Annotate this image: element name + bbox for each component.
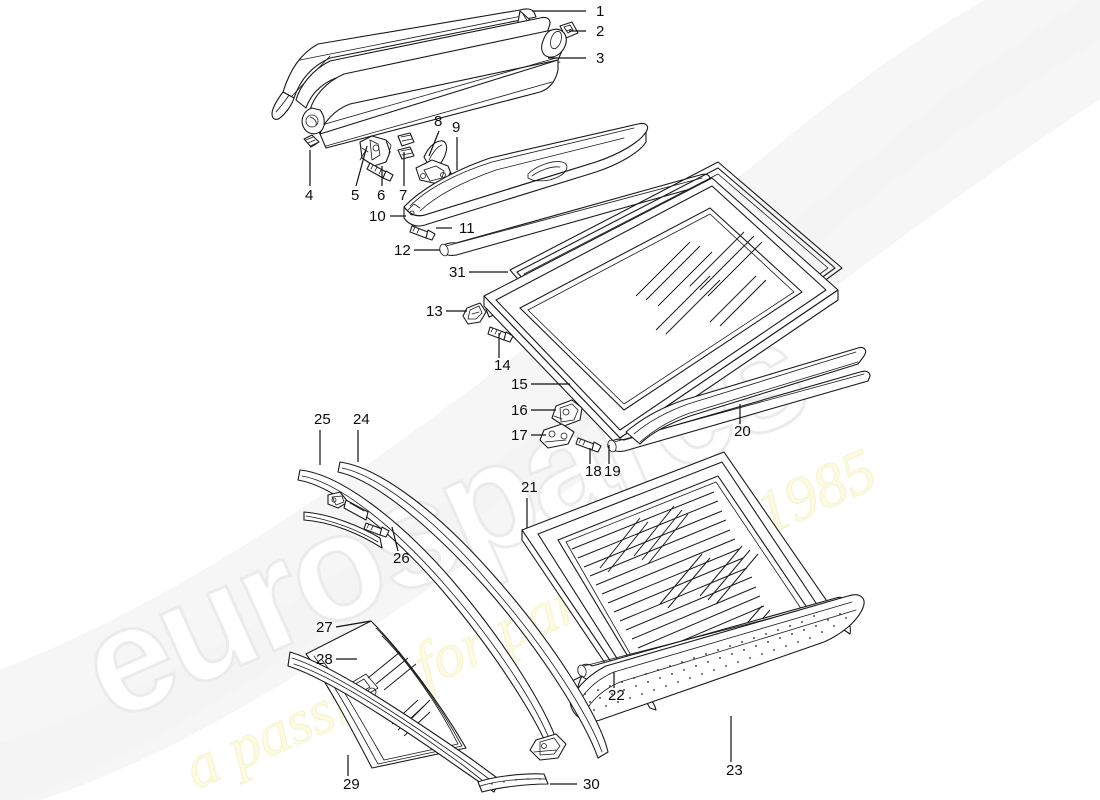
callout-11: 11 [436,220,475,237]
callout-number-11: 11 [459,220,475,237]
callout-number-9: 9 [452,119,460,136]
part-18-screw [575,437,602,453]
part-6-screw [366,162,394,182]
callout-number-23: 23 [726,762,743,779]
callout-number-6: 6 [377,187,385,204]
quarter-window-hinge-tab [529,733,567,761]
callout-number-25: 25 [314,411,331,428]
part-30-texture [491,778,541,785]
callout-number-29: 29 [343,776,360,793]
callout-number-1: 1 [596,3,604,20]
callout-number-10: 10 [369,208,386,225]
part-16-hinge-bracket [551,399,583,427]
callout-number-17: 17 [511,427,528,444]
callout-6: 6 [377,166,385,204]
callout-19: 19 [604,445,621,480]
callout-7: 7 [399,152,407,204]
callout-number-8: 8 [434,113,442,130]
callout-number-3: 3 [596,50,604,67]
callout-15: 15 [511,376,570,393]
callout-1: 1 [532,3,604,20]
callout-number-7: 7 [399,187,407,204]
callout-13: 13 [426,303,467,320]
callout-number-14: 14 [494,357,511,374]
callout-number-21: 21 [521,479,538,496]
part-10-deflector-panel [403,122,649,227]
callout-8: 8 [428,113,442,157]
callout-number-28: 28 [316,651,333,668]
callout-number-12: 12 [394,242,411,259]
part-5-bracket [359,135,392,167]
callout-number-20: 20 [734,423,751,440]
glass-reflection-hatch [635,231,767,335]
callout-22: 22 [608,672,625,704]
callout-16: 16 [511,402,556,419]
part-29-bottom-trim [287,651,501,793]
callout-28: 28 [316,651,357,668]
callout-20: 20 [734,404,751,440]
callout-number-15: 15 [511,376,528,393]
callout-number-4: 4 [305,187,313,204]
callout-25: 25 [314,411,331,465]
part-11-screw [409,225,436,241]
callout-2: 2 [569,23,604,40]
callout-number-19: 19 [604,463,621,480]
part-7-nuts [397,132,415,160]
callout-number-30: 30 [583,776,600,793]
callout-31: 31 [449,264,508,281]
part-17-plate [539,423,575,449]
part-30-seal-piece [477,773,549,793]
callout-number-27: 27 [316,619,333,636]
callout-30: 30 [550,776,600,793]
callout-26: 26 [391,526,410,567]
callout-number-5: 5 [351,187,359,204]
part-20-lower-seal-strip [625,346,867,445]
callout-9: 9 [452,119,460,170]
callout-17: 17 [511,427,546,444]
callout-29: 29 [343,755,360,793]
callout-leader-8 [428,130,440,157]
callout-12: 12 [394,242,440,259]
part-3-roller-tube [295,16,567,149]
callout-5: 5 [351,145,368,204]
callout-number-2: 2 [596,23,604,40]
callout-number-24: 24 [353,411,370,428]
callout-number-18: 18 [585,463,602,480]
callout-3: 3 [548,50,604,67]
callout-leader-26 [391,526,399,552]
part-26-screw [363,522,390,538]
callout-number-13: 13 [426,303,443,320]
callout-number-22: 22 [608,687,625,704]
callout-23: 23 [726,716,743,779]
callout-14: 14 [494,333,511,374]
callout-21: 21 [521,479,538,528]
window-reflection-streaks [599,505,771,641]
callout-10: 10 [369,208,406,225]
part-12-seal-rod [439,173,711,257]
part-24-curved-strip-inner [337,461,609,759]
callout-24: 24 [353,411,370,462]
part-4-grommet [303,134,320,148]
callout-number-26: 26 [393,550,410,567]
callout-number-31: 31 [449,264,466,281]
part-14-screw [487,326,514,343]
weatherstrip-texture [584,613,847,711]
callout-leader-5 [355,145,368,187]
callout-27: 27 [316,619,372,636]
callout-number-16: 16 [511,402,528,419]
callout-18: 18 [585,448,602,480]
callout-leader-27 [335,620,372,628]
callout-4: 4 [305,150,313,204]
